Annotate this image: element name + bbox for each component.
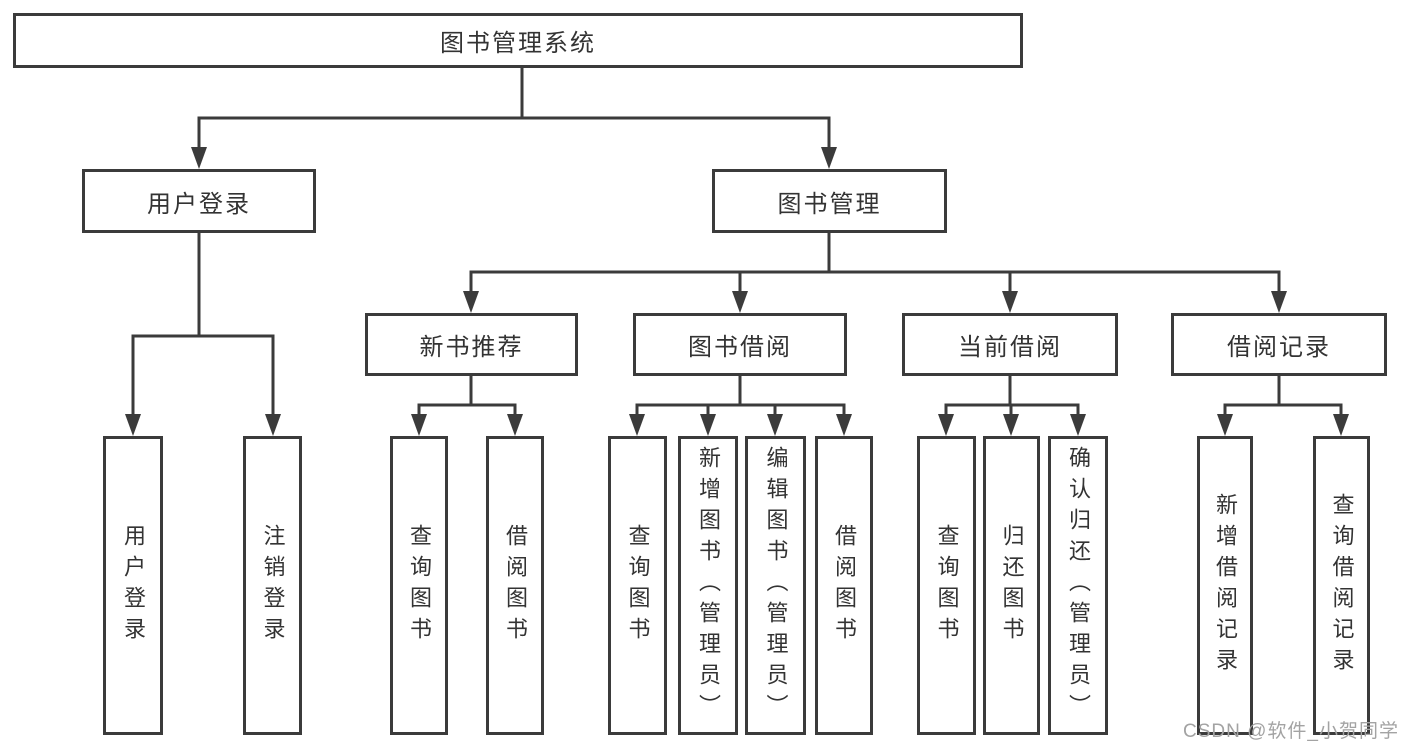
leaf-confirm-return-admin: 确认归还（管理员）	[1048, 436, 1108, 735]
leaf-query-books-current: 查询图书	[917, 436, 976, 735]
node-new-book-recommendation: 新书推荐	[365, 313, 578, 376]
leaf-query-books-borrow: 查询图书	[608, 436, 667, 735]
leaf-borrow-books-label: 借阅图书	[832, 523, 857, 648]
leaf-return-books-label: 归还图书	[999, 523, 1025, 648]
leaf-borrow-books: 借阅图书	[815, 436, 873, 735]
leaf-logout: 注销登录	[243, 436, 302, 735]
leaf-confirm-return-admin-label: 确认归还（管理员）	[1066, 446, 1091, 725]
leaf-borrow-books-recommend-label: 借阅图书	[503, 523, 528, 648]
leaf-query-books-current-label: 查询图书	[934, 523, 960, 648]
node-new-book-recommendation-label: 新书推荐	[419, 334, 524, 361]
leaf-add-books-admin-label: 新增图书（管理员）	[696, 446, 721, 725]
tree-connectors	[131, 68, 1343, 420]
node-user-login-label: 用户登录	[147, 190, 251, 218]
leaf-borrow-books-recommend: 借阅图书	[486, 436, 544, 735]
node-user-login: 用户登录	[82, 169, 316, 233]
node-current-borrowing: 当前借阅	[902, 313, 1118, 376]
node-library-system-label: 图书管理系统	[440, 30, 596, 57]
leaf-logout-label: 注销登录	[260, 523, 286, 648]
node-book-borrowing: 图书借阅	[633, 313, 847, 376]
csdn-watermark: CSDN @软件_小贺同学	[1183, 721, 1399, 742]
leaf-user-login: 用户登录	[103, 436, 163, 735]
leaf-return-books: 归还图书	[983, 436, 1040, 735]
leaf-user-login-label: 用户登录	[121, 523, 146, 648]
leaf-query-borrow-record: 查询借阅记录	[1313, 436, 1370, 735]
node-borrowing-records-label: 借阅记录	[1227, 334, 1331, 361]
arrowheads	[125, 147, 1349, 436]
leaf-query-books-borrow-label: 查询图书	[625, 523, 651, 648]
node-library-system: 图书管理系统	[13, 13, 1023, 68]
node-current-borrowing-label: 当前借阅	[958, 334, 1062, 361]
leaf-add-borrow-record-label: 新增借阅记录	[1213, 492, 1238, 679]
node-book-management: 图书管理	[712, 169, 947, 233]
leaf-edit-books-admin: 编辑图书（管理员）	[745, 436, 806, 735]
node-borrowing-records: 借阅记录	[1171, 313, 1387, 376]
leaf-add-books-admin: 新增图书（管理员）	[678, 436, 738, 735]
leaf-query-books-recommend-label: 查询图书	[407, 523, 432, 648]
node-book-borrowing-label: 图书借阅	[688, 334, 792, 361]
leaf-add-borrow-record: 新增借阅记录	[1197, 436, 1253, 735]
leaf-query-books-recommend: 查询图书	[390, 436, 448, 735]
leaf-query-borrow-record-label: 查询借阅记录	[1329, 492, 1355, 679]
leaf-edit-books-admin-label: 编辑图书（管理员）	[763, 446, 789, 725]
node-book-management-label: 图书管理	[777, 190, 882, 218]
